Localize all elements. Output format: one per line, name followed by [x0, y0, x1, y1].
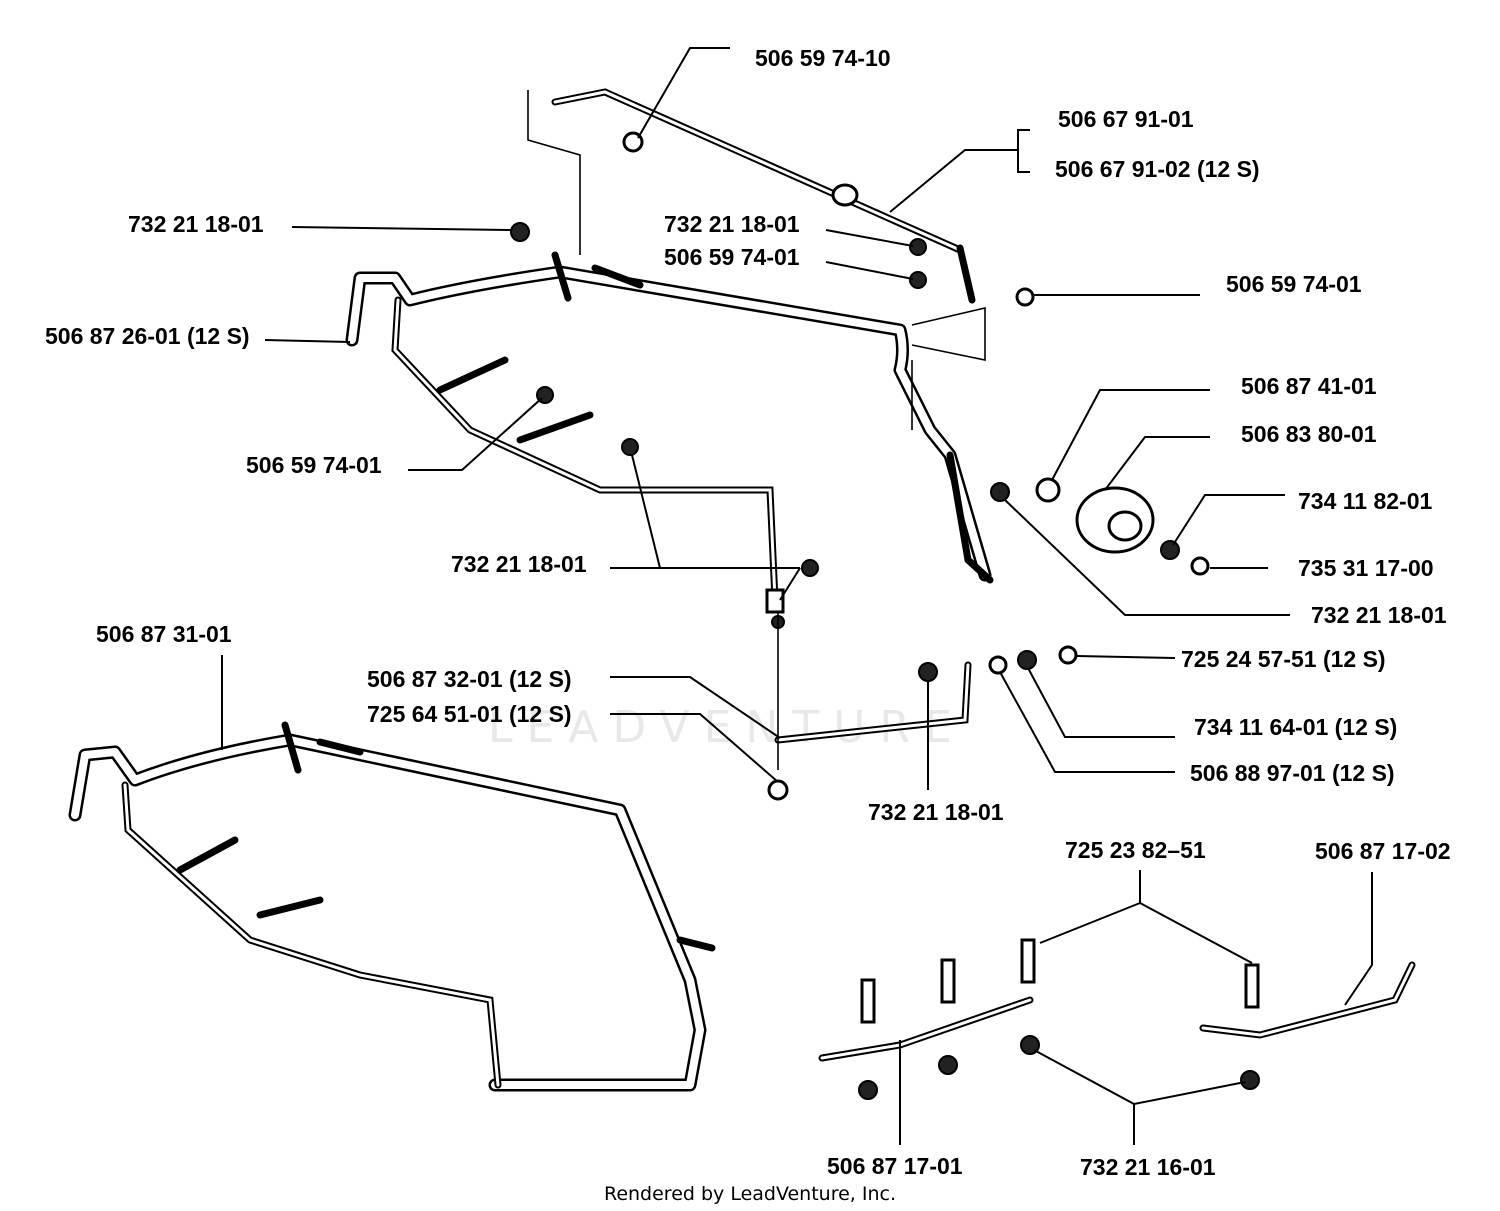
credit-text: Rendered by LeadVenture, Inc. — [604, 1183, 896, 1205]
part-label-p26: 732 21 16-01 — [1080, 1154, 1216, 1180]
part-label-p7: 506 59 74-01 — [1226, 271, 1362, 297]
bolt-icon — [1015, 287, 1035, 307]
part-label-p2: 506 67 91-01 — [1058, 106, 1194, 132]
part-label-p21: 506 88 97-01 (12 S) — [1190, 760, 1395, 786]
part-label-p19: 725 24 57-51 (12 S) — [1181, 646, 1386, 672]
nut-icon — [909, 271, 927, 289]
part-label-p12: 734 11 82-01 — [1298, 488, 1433, 514]
part-label-p1: 506 59 74-10 — [755, 45, 891, 71]
part-label-p22: 732 21 18-01 — [868, 799, 1004, 825]
nut-icon — [1240, 1070, 1260, 1090]
part-label-p13: 735 31 17-00 — [1298, 555, 1434, 581]
carriage-bolt-icon — [860, 978, 876, 1024]
part-label-p17: 506 87 32-01 (12 S) — [367, 666, 572, 692]
nut-icon — [510, 222, 530, 242]
carriage-bolt-icon — [940, 958, 956, 1004]
part-label-p24: 506 87 17-02 — [1315, 838, 1451, 864]
part-label-p5: 732 21 18-01 — [664, 211, 800, 237]
spacer-icon — [1035, 477, 1061, 503]
bolt-icon — [767, 779, 789, 801]
spacer-icon — [988, 655, 1008, 675]
skid-left — [818, 938, 1040, 1100]
part-label-p3: 506 67 91-02 (12 S) — [1055, 156, 1260, 182]
nut-icon — [621, 438, 639, 456]
part-label-p15: 732 21 18-01 — [451, 551, 587, 577]
part-label-p20: 734 11 64-01 (12 S) — [1194, 714, 1397, 740]
part-label-p23: 725 23 82–51 — [1065, 837, 1206, 863]
nut-icon — [801, 559, 819, 577]
nut-icon — [938, 1055, 958, 1075]
part-label-p9: 506 87 41-01 — [1241, 373, 1377, 399]
part-label-p4: 732 21 18-01 — [128, 211, 264, 237]
part-label-p16: 506 87 31-01 — [96, 621, 232, 647]
leader-lines — [221, 47, 1373, 1145]
part-label-p25: 506 87 17-01 — [827, 1153, 963, 1179]
part-label-p11: 506 59 74-01 — [246, 452, 382, 478]
top-linkage-rod — [551, 88, 976, 304]
nut-icon — [990, 482, 1010, 502]
nut-icon — [909, 238, 927, 256]
upper-bumper-frame — [345, 251, 994, 604]
part-label-p14: 732 21 18-01 — [1311, 602, 1447, 628]
part-label-p8: 506 87 26-01 (12 S) — [45, 323, 250, 349]
clamp-icon — [765, 588, 785, 614]
carriage-bolt-icon — [1020, 938, 1036, 984]
nut-icon — [1017, 650, 1037, 670]
nut-icon — [1190, 556, 1210, 576]
part-label-p10: 506 83 80-01 — [1241, 421, 1377, 447]
part-label-p6: 506 59 74-01 — [664, 244, 800, 270]
skid-right — [1199, 961, 1416, 1090]
part-labels: 506 59 74-10 506 67 91-01 506 67 91-02 (… — [45, 45, 1451, 1180]
bolt-icon — [1058, 645, 1078, 665]
rod-collar — [831, 183, 859, 207]
nut-icon — [858, 1080, 878, 1100]
plate-outlines — [527, 90, 986, 430]
lower-bumper-frame — [68, 721, 716, 1092]
nut-icon — [918, 662, 938, 682]
upper-hardware — [510, 131, 1210, 629]
part-label-p18: 725 64 51-01 (12 S) — [367, 701, 572, 727]
carriage-bolt-icon — [1244, 963, 1260, 1009]
arm-bracket — [767, 612, 1078, 801]
nut-icon — [1160, 540, 1180, 560]
